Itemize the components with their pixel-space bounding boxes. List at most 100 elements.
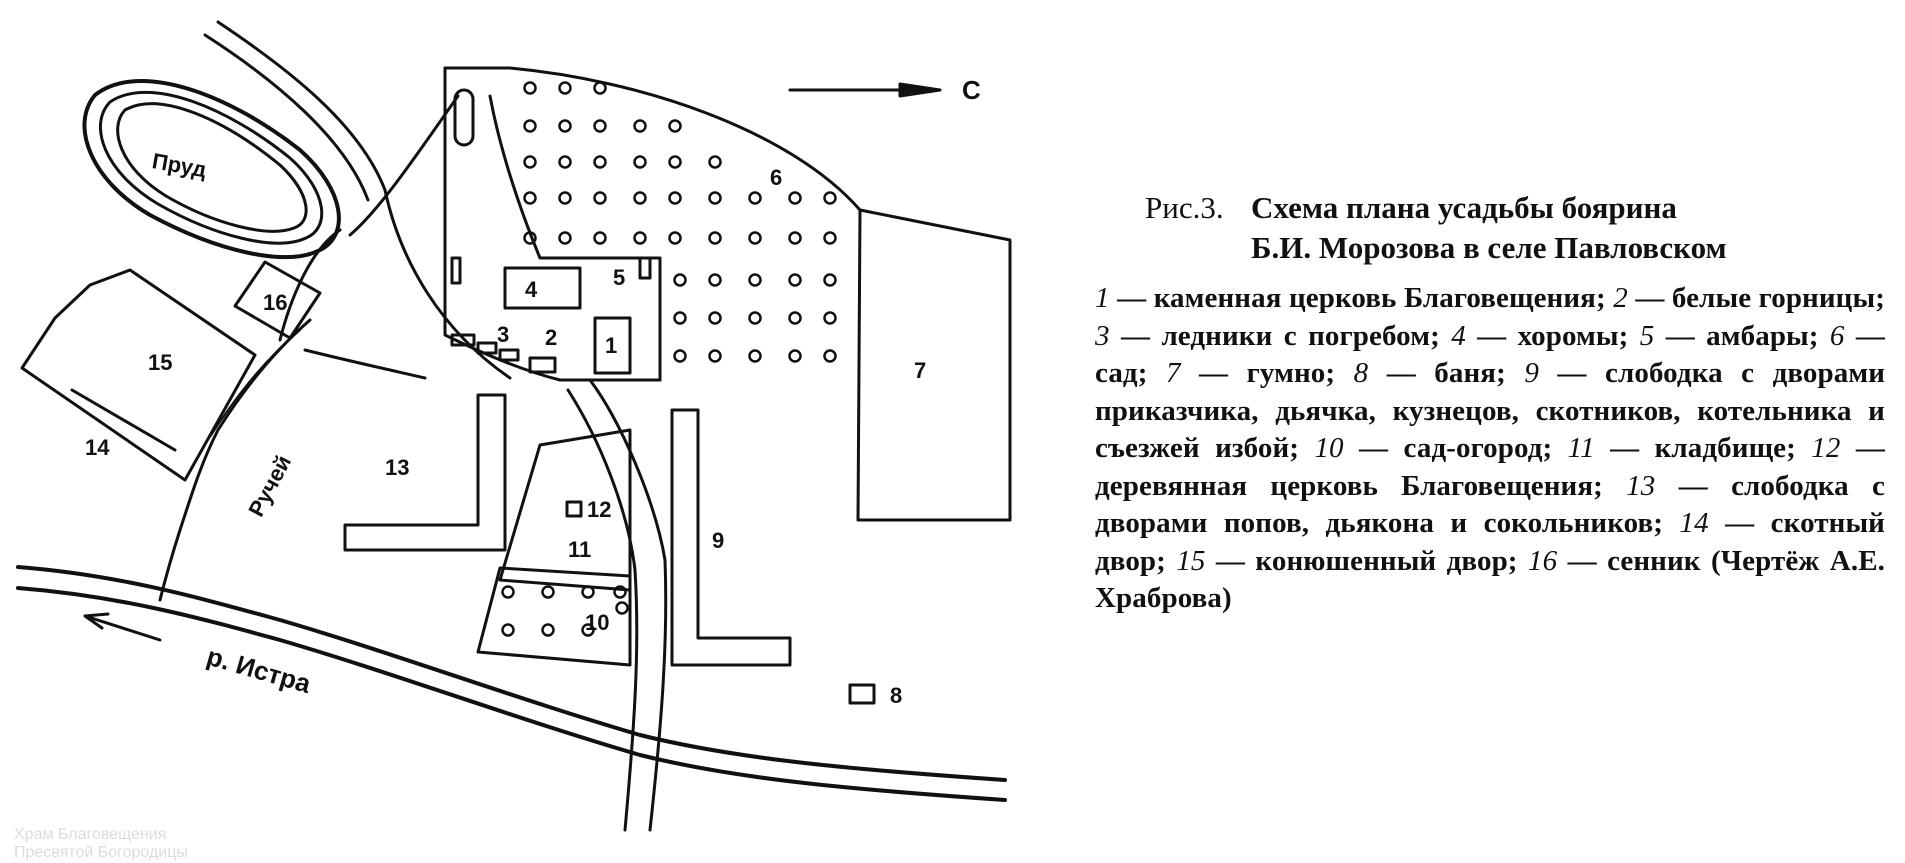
- label-8: 8: [890, 683, 902, 708]
- tree-mark: [558, 231, 572, 245]
- tree-mark: [523, 231, 537, 245]
- tree-mark: [501, 623, 515, 637]
- legend-entry: 2 — белые горницы;: [1613, 282, 1885, 314]
- tree-mark: [708, 311, 722, 325]
- tree-mark: [581, 585, 595, 599]
- label-6: 6: [770, 165, 782, 190]
- tree-mark: [523, 191, 537, 205]
- tree-mark: [615, 601, 629, 615]
- north-arrow: [788, 82, 942, 98]
- building-8: [848, 683, 876, 705]
- tree-mark: [788, 311, 802, 325]
- tree-mark: [708, 191, 722, 205]
- label-4: 4: [525, 277, 538, 302]
- caption-title-line1: Схема плана усадьбы боярина: [1251, 190, 1677, 225]
- tree-mark: [541, 585, 555, 599]
- tree-mark: [673, 273, 687, 287]
- tree-mark: [823, 349, 837, 363]
- north-label: С: [962, 75, 981, 105]
- river-label: р. Истра: [203, 641, 314, 699]
- caption-prefix: Рис.3.: [1145, 190, 1224, 225]
- legend-entry: 13 — слободка с дворами попов, дьякона и…: [1095, 469, 1885, 540]
- tree-mark: [668, 191, 682, 205]
- stream-label: Ручей: [243, 451, 296, 521]
- tree-mark: [673, 311, 687, 325]
- tree-mark: [788, 349, 802, 363]
- caption-title-line2: Б.И. Морозова в селе Павловском: [1251, 230, 1727, 265]
- legend-entry: 14 — скотный двор;: [1095, 507, 1885, 577]
- building-2: [528, 356, 557, 374]
- watermark: Храм Благовещения Пресвятой Богородицы: [14, 826, 188, 862]
- caption-title: Рис.3. Схема плана усадьбы боярина Б.И. М…: [1145, 188, 1885, 268]
- building-4: [503, 266, 582, 310]
- tree-mark: [823, 231, 837, 245]
- tree-mark: [633, 191, 647, 205]
- tree-mark: [748, 191, 762, 205]
- tree-mark: [748, 349, 762, 363]
- legend-entry: 4 — хоромы;: [1451, 319, 1629, 352]
- tree-mark: [788, 273, 802, 287]
- tree-mark: [823, 191, 837, 205]
- area-13: [343, 393, 507, 552]
- label-10: 10: [585, 610, 609, 635]
- tree-mark: [673, 349, 687, 363]
- label-15: 15: [148, 350, 172, 375]
- tree-mark: [633, 155, 647, 169]
- garden-10-trees: [501, 585, 629, 637]
- legend-entry: 8 — баня;: [1353, 357, 1506, 389]
- legend-entry: 7 — гумно;: [1165, 357, 1336, 389]
- tree-mark: [501, 585, 515, 599]
- stream: [158, 318, 312, 602]
- tree-mark: [708, 231, 722, 245]
- garden-6-trees: [523, 81, 837, 363]
- tree-mark: [523, 81, 537, 95]
- label-3: 3: [497, 322, 509, 347]
- tree-mark: [558, 155, 572, 169]
- tree-mark: [613, 585, 627, 599]
- legend-entry: 3 — ледники с погребом;: [1095, 319, 1440, 352]
- legend-entry: 15 — конюшенный двор;: [1176, 544, 1518, 577]
- legend-entry: 11 — кладбище;: [1567, 432, 1796, 464]
- tree-mark: [633, 119, 647, 133]
- tree-mark: [523, 155, 537, 169]
- pond-label: Пруд: [150, 148, 208, 182]
- tree-mark: [633, 231, 647, 245]
- tree-mark: [748, 311, 762, 325]
- tree-mark: [668, 155, 682, 169]
- tree-mark: [593, 119, 607, 133]
- label-13: 13: [385, 455, 409, 480]
- tree-mark: [823, 311, 837, 325]
- tree-mark: [708, 349, 722, 363]
- tree-mark: [523, 119, 537, 133]
- label-12: 12: [587, 497, 611, 522]
- watermark-line1: Храм Благовещения: [14, 826, 167, 843]
- legend-entry: 12 — деревянная церковь Благовещения;: [1095, 432, 1885, 502]
- label-7: 7: [914, 358, 926, 383]
- tree-mark: [788, 191, 802, 205]
- building-3: [450, 333, 520, 362]
- tree-mark: [593, 231, 607, 245]
- legend-entry: 1 — каменная церковь Благовещения;: [1095, 282, 1606, 314]
- legend-entry: 6 — сад;: [1095, 319, 1885, 390]
- watermark-line2: Пресвятой Богородицы: [14, 844, 188, 861]
- legend-entry: 5 — амбары;: [1639, 319, 1819, 352]
- tree-mark: [558, 81, 572, 95]
- roads: [203, 20, 668, 832]
- tree-mark: [593, 155, 607, 169]
- tree-mark: [788, 231, 802, 245]
- river-arrow: [83, 612, 162, 642]
- label-11: 11: [568, 537, 591, 562]
- figure-caption: Рис.3. Схема плана усадьбы боярина Б.И. М…: [1095, 188, 1885, 618]
- tree-mark: [593, 191, 607, 205]
- tree-mark: [823, 273, 837, 287]
- label-2: 2: [545, 325, 557, 350]
- tree-mark: [581, 623, 595, 637]
- tree-mark: [541, 623, 555, 637]
- legend-entry: 16 — сенник: [1527, 544, 1701, 577]
- label-1: 1: [605, 333, 617, 358]
- tree-mark: [593, 81, 607, 95]
- building-12: [565, 500, 583, 518]
- area-9: [670, 408, 792, 667]
